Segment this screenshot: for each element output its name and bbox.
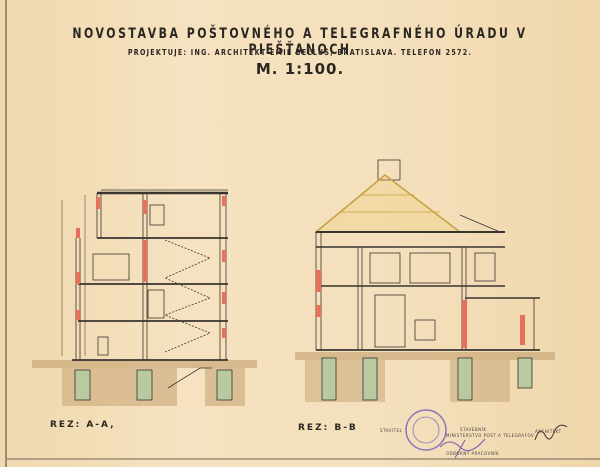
label-signer: ODBORNÝ PRACOVNÍK: [446, 451, 500, 456]
label-investor: STAVEBNÍK: [460, 427, 487, 432]
drawing-subtitle: PROJEKTUJE: ING. ARCHITEKT EMIL BELLUŠ, …: [127, 48, 473, 57]
handwritten-signature-1: [439, 438, 486, 459]
section-b-b: [295, 159, 555, 402]
label-architect: ARCHITEKT: [535, 429, 562, 434]
official-stamp: [405, 409, 447, 451]
label-ministry: MINISTERSTVO POŠT A TELEGRAFOV: [446, 433, 535, 438]
drawing-title: NOVOSTAVBA POŠTOVNÉHO A TELEGRAFNÉHO ÚRA…: [72, 26, 528, 58]
label-stavitel: STAVITEĽ: [380, 428, 403, 433]
section-a-a: [32, 189, 257, 406]
section-label-a-a: REZ: A-A,: [50, 420, 116, 430]
handwritten-signature-2: [534, 424, 568, 441]
section-label-b-b: REZ: B-B: [298, 423, 358, 433]
drawing-scale: M. 1:100.: [255, 60, 345, 78]
